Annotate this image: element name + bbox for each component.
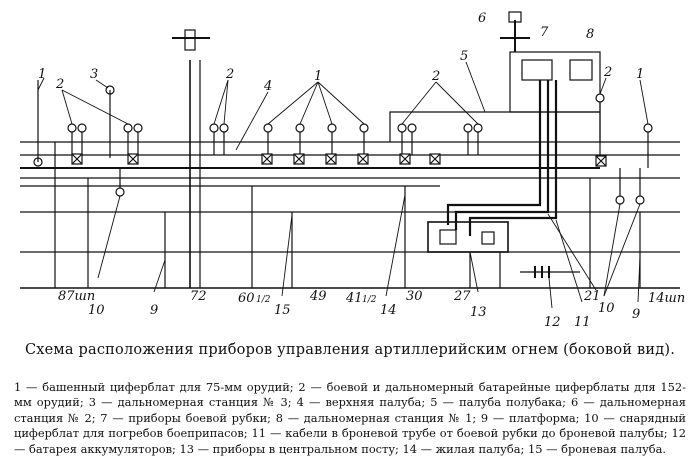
armored-cable-trunk — [446, 80, 542, 225]
callout-6: 6 — [478, 11, 486, 26]
fire-control-diagram: 1 2 3 2 4 1 2 5 6 7 8 2 1 87шп 10 9 72 6… — [20, 11, 685, 330]
frame-label: 60 — [238, 291, 255, 306]
conning-instrument — [569, 59, 593, 81]
callout-2: 2 — [55, 77, 64, 92]
callout-10: 10 — [88, 303, 105, 318]
callout-3: 3 — [90, 67, 98, 82]
frame-label: 41 — [345, 291, 363, 306]
frame-label: 72 — [190, 289, 207, 304]
battery-dial-group — [209, 123, 229, 155]
turret-dial — [33, 157, 43, 167]
callout-5: 5 — [460, 49, 468, 64]
frame-label: 49 — [309, 289, 327, 304]
frame-label: 14шп — [648, 291, 685, 306]
callout-7: 7 — [540, 25, 549, 40]
callout-2: 2 — [603, 65, 612, 80]
callout-1: 1 — [38, 67, 46, 82]
frame-label: 27 — [453, 289, 471, 304]
callout-1: 1 — [636, 67, 644, 82]
callout-2: 2 — [225, 67, 234, 82]
armored-cable-trunk — [468, 80, 558, 236]
figure-legend: 1 — башенный циферблат для 75-мм орудий;… — [14, 380, 686, 457]
frame-label-fraction: 1/2 — [256, 295, 271, 305]
rangefinder-station-3 — [105, 85, 115, 95]
callout-leaders — [37, 61, 649, 309]
forecastle-superstructure — [389, 111, 601, 142]
callout-8: 8 — [586, 27, 594, 42]
legend-text: 1 — башенный циферблат для 75-мм орудий;… — [14, 380, 686, 456]
turret-dial-group — [263, 123, 369, 155]
conning-instrument — [521, 59, 553, 81]
callout-15: 15 — [274, 303, 291, 318]
central-post-box — [481, 231, 495, 245]
frame-label: 30 — [406, 289, 423, 304]
figure-caption: Схема расположения приборов управления а… — [24, 342, 676, 358]
frame-label-fraction: 1/2 — [362, 295, 377, 305]
callout-1: 1 — [314, 69, 322, 84]
callout-14: 14 — [380, 303, 397, 318]
callout-12: 12 — [544, 315, 561, 330]
battery-dial-group — [463, 123, 483, 155]
central-post-instruments — [427, 221, 509, 253]
callout-2: 2 — [431, 69, 440, 84]
callout-9: 9 — [150, 303, 158, 318]
callout-13: 13 — [470, 305, 487, 320]
battery-dial-group — [123, 123, 143, 155]
frame-label: 87шп — [58, 289, 95, 304]
turret-dial-group — [643, 123, 653, 168]
callout-4: 4 — [263, 79, 272, 94]
shell-dial-group — [115, 168, 645, 205]
rangefinder-station-2 — [508, 11, 522, 23]
battery-dial-group — [67, 123, 87, 155]
mast-head — [184, 29, 196, 51]
central-post-box — [439, 229, 457, 245]
callout-10: 10 — [598, 301, 615, 316]
callout-9: 9 — [632, 307, 640, 322]
armored-cable-trunk — [454, 80, 550, 230]
junction-boxes — [71, 153, 607, 167]
callout-21: 21 — [583, 289, 601, 304]
callout-11: 11 — [574, 315, 591, 330]
battery-dial-group — [595, 93, 605, 155]
battery-dial-group — [397, 123, 417, 155]
